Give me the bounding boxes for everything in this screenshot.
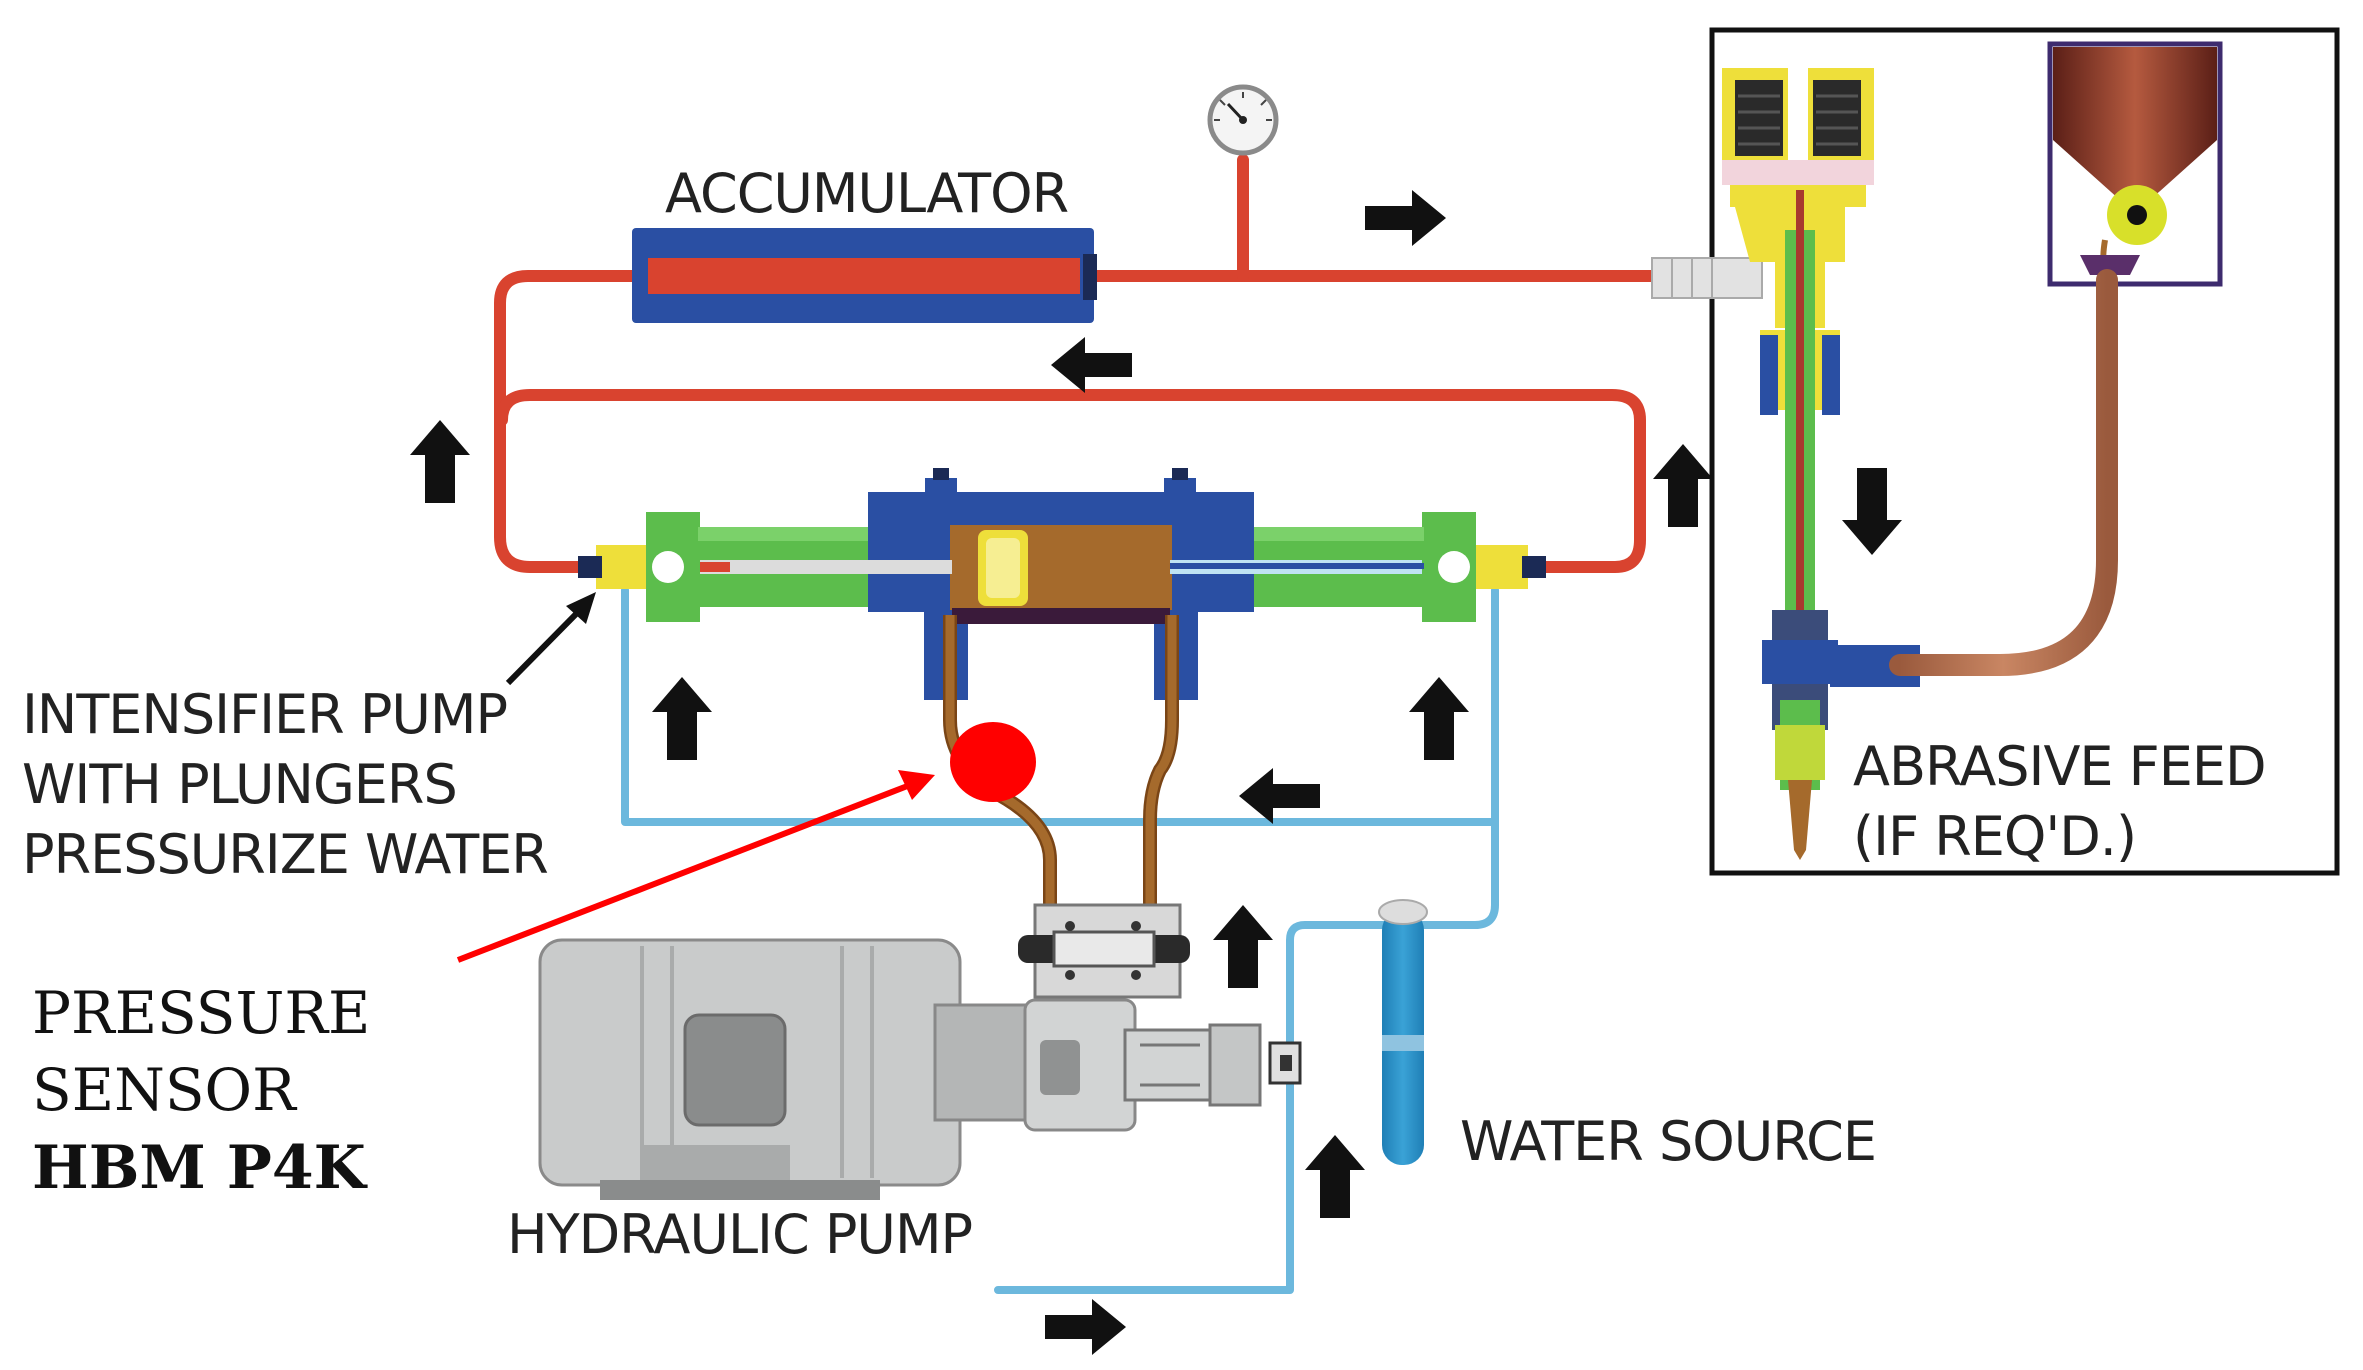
flow-arrow-icon: [1213, 905, 1273, 988]
sensor-model-label: HBM P4K: [32, 1133, 368, 1203]
abrasive-feed-label-line-1: ABRASIVE FEED: [1853, 735, 2266, 798]
pressure-sensor-label-line-2: SENSOR: [32, 1056, 298, 1124]
accumulator-label: ACCUMULATOR: [665, 162, 1068, 225]
flow-arrow-icon: [1409, 677, 1469, 760]
flow-arrows: [410, 190, 1902, 1355]
flow-arrow-icon: [1305, 1135, 1365, 1218]
intensifier-label: INTENSIFIER PUMP WITH PLUNGERS PRESSURIZ…: [22, 683, 549, 886]
flow-arrow-icon: [1051, 337, 1132, 393]
abrasive-feed-label-line-2: (IF REQ'D.): [1853, 805, 2136, 868]
hydraulic-pump-label: HYDRAULIC PUMP: [507, 1203, 972, 1266]
pressure-gauge-icon: [1207, 84, 1279, 156]
intensifier-pump: [578, 468, 1546, 910]
flow-arrow-icon: [1653, 444, 1713, 527]
flow-arrow-icon: [410, 420, 470, 503]
pressure-sensor-marker: [950, 722, 1036, 802]
flow-arrow-icon: [1365, 190, 1446, 246]
cutting-head-box: [1709, 27, 2340, 876]
abrasive-feed-label: ABRASIVE FEED (IF REQ'D.): [1853, 735, 2267, 868]
accumulator: [632, 228, 1097, 323]
intensifier-label-line-1: INTENSIFIER PUMP: [22, 683, 507, 746]
low-pressure-circuit: [621, 586, 1499, 1294]
pressure-sensor-label: PRESSURE SENSOR HBM P4K: [32, 979, 370, 1203]
flow-arrow-icon: [1842, 468, 1902, 555]
intensifier-label-line-2: WITH PLUNGERS: [22, 753, 457, 816]
abrasive-feed-unit: [1889, 41, 2223, 676]
sensor-pointer-arrow: [456, 770, 935, 963]
intensifier-pointer-arrow: [505, 592, 596, 686]
flow-arrow-icon: [1045, 1299, 1126, 1355]
flow-arrow-icon: [652, 677, 712, 760]
flow-arrow-icon: [1239, 768, 1320, 824]
high-pressure-circuit: [494, 154, 1666, 573]
water-source: [1378, 899, 1428, 1165]
pressure-sensor-label-line-1: PRESSURE: [32, 979, 370, 1047]
hydraulic-pump: [538, 903, 1302, 1200]
intensifier-label-line-3: PRESSURIZE WATER: [22, 823, 548, 886]
cutting-head: [1651, 62, 1920, 860]
water-source-label: WATER SOURCE: [1460, 1110, 1876, 1173]
